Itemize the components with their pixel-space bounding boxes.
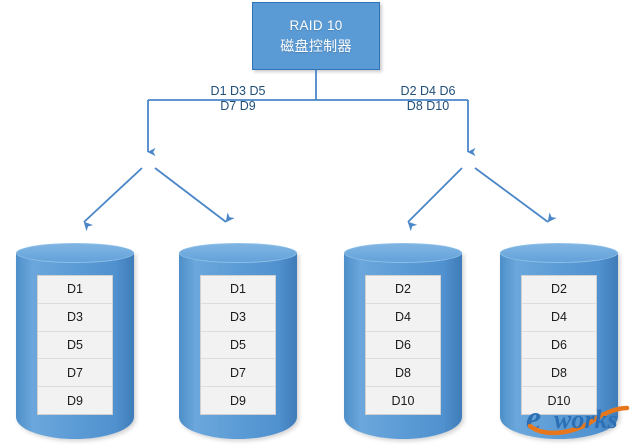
eworks-watermark-logo: e works (526, 400, 630, 437)
disk-block: D4 (366, 303, 440, 332)
raid-controller-box[interactable]: RAID 10 磁盘控制器 (252, 2, 380, 70)
disk-block: D4 (522, 303, 596, 332)
disk-block: D2 (522, 276, 596, 304)
stripe-label-right-line2: D8 D10 (406, 99, 450, 113)
disk-block: D8 (366, 359, 440, 388)
stripe-label-left-line2: D7 D9 (220, 99, 256, 113)
disk-block: D6 (366, 331, 440, 360)
stripe-label-left-line1: D1 D3 D5 (210, 84, 266, 98)
disk-1-blocks: D1 D3 D5 D7 D9 (37, 275, 113, 415)
disk-block: D7 (201, 359, 275, 388)
watermark-swoosh (527, 405, 630, 436)
stripe-label-right-line1: D2 D4 D6 (400, 84, 456, 98)
disk-4[interactable]: D2 D4 D6 D8 D10 (500, 243, 618, 439)
disk-block: D2 (366, 276, 440, 304)
arrow-to-disk-3 (407, 167, 463, 232)
disk-2-top-ellipse (179, 243, 297, 263)
disk-block: D7 (38, 359, 112, 388)
disk-4-blocks: D2 D4 D6 D8 D10 (521, 275, 597, 415)
disk-block: D5 (201, 331, 275, 360)
stripe-label-left: D1 D3 D5 D7 D9 (186, 84, 290, 114)
disk-block: D1 (201, 276, 275, 304)
disk-block: D9 (201, 387, 275, 414)
arrow-to-disk-2 (154, 167, 235, 223)
disk-block: D8 (522, 359, 596, 388)
disk-3[interactable]: D2 D4 D6 D8 D10 (344, 243, 462, 439)
disk-2-blocks: D1 D3 D5 D7 D9 (200, 275, 276, 415)
controller-subtitle: 磁盘控制器 (280, 38, 352, 54)
controller-title: RAID 10 (289, 18, 343, 33)
arrow-to-disk-4 (474, 167, 557, 223)
disk-block: D10 (366, 387, 440, 414)
stripe-label-right: D2 D4 D6 D8 D10 (372, 84, 484, 114)
watermark-text: works (554, 405, 618, 434)
disk-3-top-ellipse (344, 243, 462, 263)
disk-block: D1 (38, 276, 112, 304)
disk-block: D3 (38, 303, 112, 332)
disk-block: D5 (38, 331, 112, 360)
disk-block: D6 (522, 331, 596, 360)
disk-3-blocks: D2 D4 D6 D8 D10 (365, 275, 441, 415)
arrow-to-disk-1 (83, 167, 143, 232)
disk-block: D10 (522, 387, 596, 414)
disk-1-top-ellipse (16, 243, 134, 263)
disk-1[interactable]: D1 D3 D5 D7 D9 (16, 243, 134, 439)
disk-2[interactable]: D1 D3 D5 D7 D9 (179, 243, 297, 439)
disk-4-top-ellipse (500, 243, 618, 263)
disk-block: D3 (201, 303, 275, 332)
disk-block: D9 (38, 387, 112, 414)
